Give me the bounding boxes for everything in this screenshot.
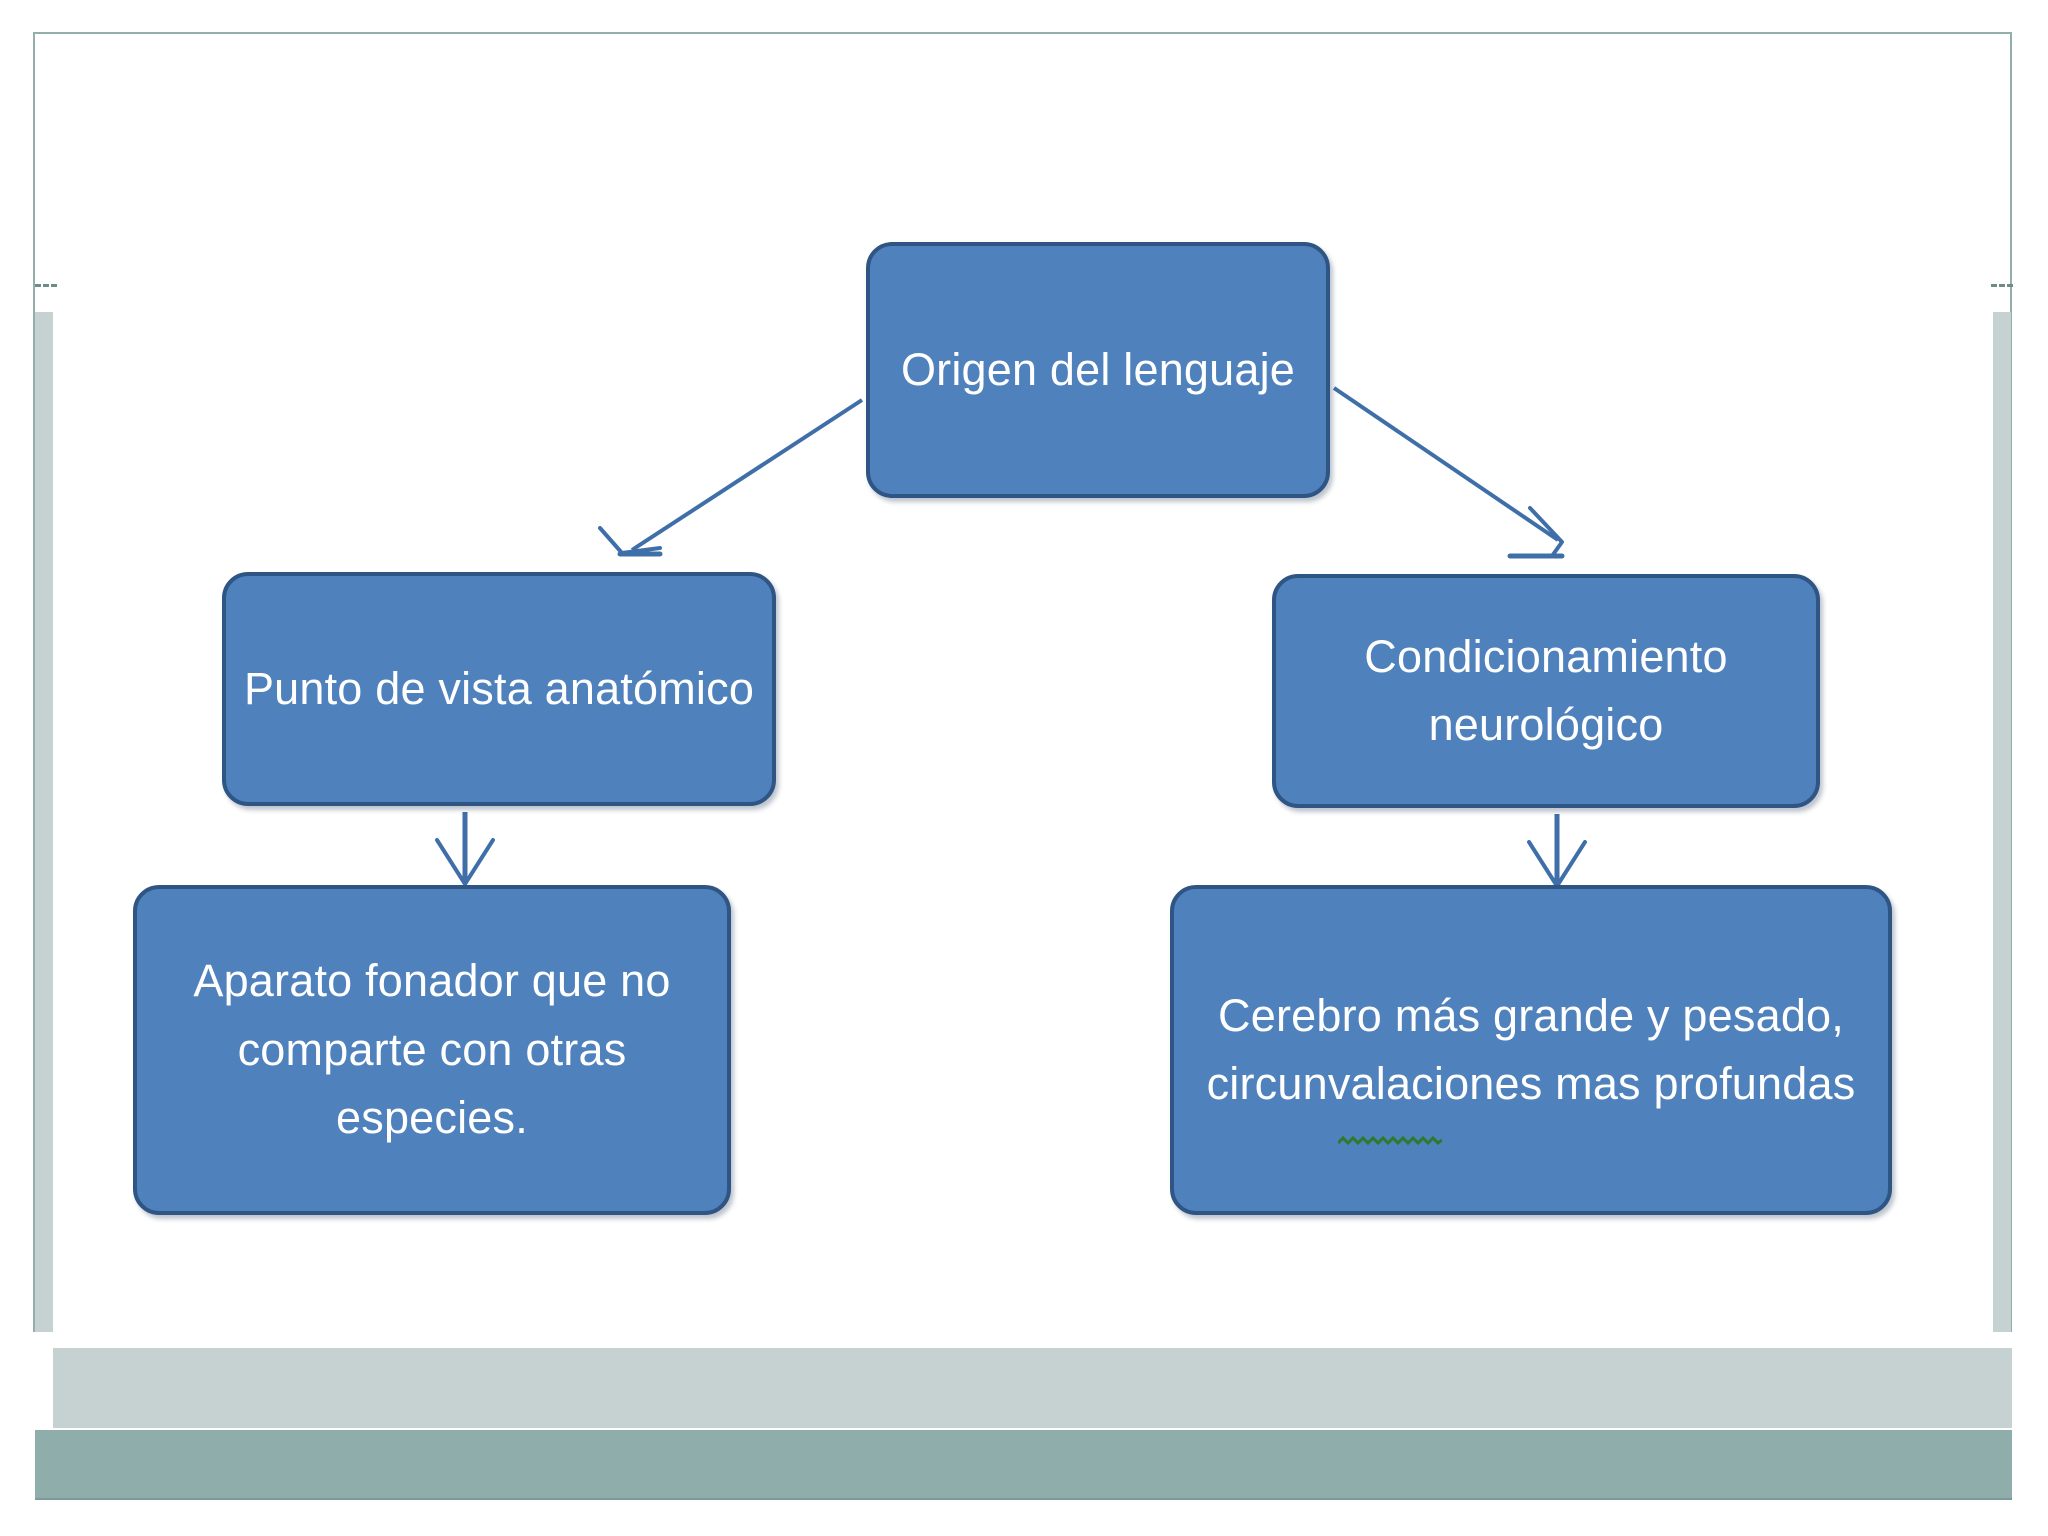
- diagram-node-root-label: Origen del lenguaje: [900, 343, 1296, 395]
- diagram-node-branch-left[interactable]: Punto de vista anatómico: [222, 572, 776, 806]
- diagram-node-branch-right-label: Condicionamiento neurológico: [1364, 630, 1728, 750]
- page-margin-marker-right: [1991, 284, 2013, 287]
- diagram-node-branch-left-label: Punto de vista anatómico: [243, 662, 755, 714]
- slide-bottom-band-dark: [35, 1430, 2012, 1500]
- diagram-node-leaf-right[interactable]: Cerebro más grande y pesado, circunvalac…: [1170, 885, 1892, 1215]
- diagram-node-branch-right[interactable]: Condicionamiento neurológico: [1272, 574, 1820, 808]
- slide-bottom-band-light: [53, 1348, 2012, 1428]
- page-margin-marker-left: [35, 284, 57, 287]
- slide-rail-left: [35, 312, 53, 1332]
- diagram-node-leaf-left-label: Aparato fonador que no comparte con otra…: [193, 955, 671, 1144]
- diagram-node-leaf-right-label: Cerebro más grande y pesado, circunvalac…: [1206, 989, 1856, 1109]
- slide-rail-right: [1993, 312, 2011, 1332]
- diagram-node-leaf-left[interactable]: Aparato fonador que no comparte con otra…: [133, 885, 731, 1215]
- diagram-node-root[interactable]: Origen del lenguaje: [866, 242, 1330, 498]
